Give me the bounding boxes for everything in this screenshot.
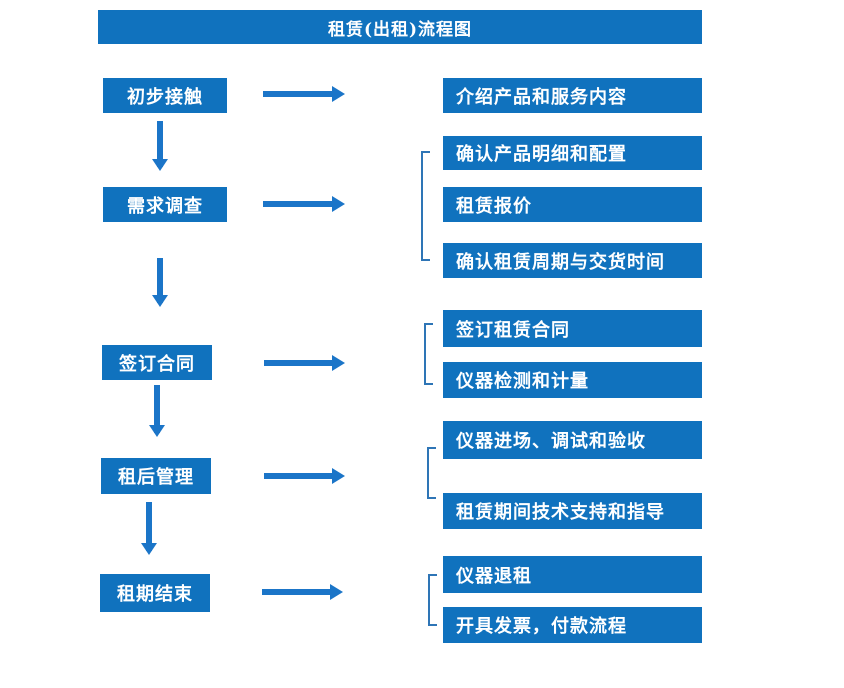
group-bracket-rental-end (428, 574, 437, 626)
right-arrow-connector-1 (263, 86, 345, 102)
stage-box-initial-contact: 初步接触 (103, 78, 227, 113)
output-box-invoice-payment: 开具发票，付款流程 (443, 607, 702, 643)
right-arrow-connector-3 (264, 355, 345, 371)
right-arrow-connector-5 (262, 584, 343, 600)
down-arrow-connector-1 (152, 121, 168, 171)
right-arrow-connector-2 (263, 196, 345, 212)
output-box-instrument-setup: 仪器进场、调试和验收 (443, 421, 702, 459)
output-box-tech-support: 租赁期间技术支持和指导 (443, 493, 702, 529)
output-box-confirm-period-delivery: 确认租赁周期与交货时间 (443, 243, 702, 278)
stage-box-sign-contract: 签订合同 (102, 345, 212, 380)
down-arrow-connector-4 (141, 502, 157, 555)
down-arrow-connector-3 (149, 385, 165, 437)
output-box-sign-rental-contract: 签订租赁合同 (443, 310, 702, 347)
stage-box-demand-survey: 需求调查 (103, 187, 227, 222)
stage-box-post-rental-management: 租后管理 (101, 458, 211, 494)
flowchart-title: 租赁(出租)流程图 (98, 10, 702, 44)
group-bracket-demand-survey (421, 151, 430, 261)
group-bracket-post-rental (427, 447, 436, 499)
output-box-confirm-product-config: 确认产品明细和配置 (443, 136, 702, 170)
down-arrow-connector-2 (152, 258, 168, 307)
stage-box-rental-end: 租期结束 (100, 574, 210, 612)
output-box-instrument-inspection: 仪器检测和计量 (443, 362, 702, 398)
group-bracket-sign-contract (424, 323, 433, 385)
output-box-introduce-products: 介绍产品和服务内容 (443, 78, 702, 113)
right-arrow-connector-4 (264, 468, 345, 484)
output-box-instrument-return: 仪器退租 (443, 556, 702, 593)
output-box-rental-quote: 租赁报价 (443, 187, 702, 222)
